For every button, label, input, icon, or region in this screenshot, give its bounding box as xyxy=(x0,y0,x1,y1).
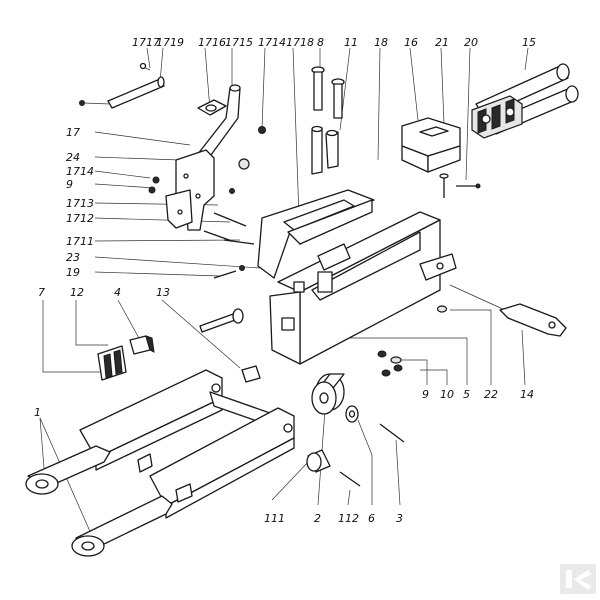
label-10: 10 xyxy=(440,388,454,401)
pin-20 xyxy=(456,183,481,189)
label-11: 11 xyxy=(344,36,358,49)
label-17: 17 xyxy=(66,126,80,139)
label-23: 23 xyxy=(66,251,80,264)
label-1: 1 xyxy=(34,406,41,419)
label-20: 20 xyxy=(464,36,478,49)
label-16: 16 xyxy=(404,36,418,49)
label-5: 5 xyxy=(463,388,470,401)
label-9-right: 9 xyxy=(422,388,429,401)
rod-1719 xyxy=(79,76,165,109)
frame-1 xyxy=(25,369,295,557)
label-19: 19 xyxy=(66,266,80,279)
lever-body-17 xyxy=(165,149,215,231)
sleeve-111 xyxy=(306,449,331,473)
pin-112 xyxy=(339,471,361,487)
washer-small xyxy=(229,188,235,194)
rollers-15 xyxy=(471,63,579,139)
label-1714-left: 1714 xyxy=(66,165,94,178)
bolt-1712 xyxy=(203,230,233,242)
label-18: 18 xyxy=(374,36,388,49)
nut-9-a xyxy=(148,186,156,194)
label-1711: 1711 xyxy=(66,235,94,248)
label-13: 13 xyxy=(156,286,170,299)
pin-3 xyxy=(379,423,405,443)
bolt-1711 xyxy=(223,239,255,245)
block-12 xyxy=(97,345,127,381)
nuts-9-10 xyxy=(377,350,403,377)
bolt-19 xyxy=(213,265,245,279)
nut-1714-b xyxy=(152,176,160,184)
bolt-13 xyxy=(199,308,244,333)
washer-22 xyxy=(436,305,448,313)
label-1717: 1717 xyxy=(132,36,160,49)
callout-labels: 1717 1719 1716 1715 1714 1718 8 11 18 16… xyxy=(34,36,536,525)
bolts-8-11 xyxy=(311,66,345,175)
pin-1717 xyxy=(139,62,151,71)
label-4: 4 xyxy=(114,286,121,299)
handle-assembly xyxy=(79,62,266,279)
label-1715: 1715 xyxy=(225,36,253,49)
bolt-1713 xyxy=(213,212,247,227)
bolt-8 xyxy=(311,66,325,175)
label-1719: 1719 xyxy=(156,36,184,49)
label-1713: 1713 xyxy=(66,197,94,210)
label-112: 112 xyxy=(338,512,359,525)
label-111: 111 xyxy=(264,512,285,525)
cap-24 xyxy=(238,158,250,170)
screw-21 xyxy=(439,173,449,198)
block-small xyxy=(241,365,261,383)
block-4 xyxy=(129,335,155,355)
label-14: 14 xyxy=(520,388,534,401)
label-8: 8 xyxy=(317,36,324,49)
label-24: 24 xyxy=(66,151,80,164)
bolt-11 xyxy=(325,78,345,169)
label-1718: 1718 xyxy=(286,36,314,49)
label-22: 22 xyxy=(484,388,498,401)
bracket-1716 xyxy=(197,99,227,116)
label-12: 12 xyxy=(70,286,84,299)
leader-lines xyxy=(39,47,529,537)
nut-1714 xyxy=(258,126,266,134)
arm-14 xyxy=(499,303,567,337)
main-beam xyxy=(269,211,457,365)
label-1716: 1716 xyxy=(198,36,226,49)
bracket-16 xyxy=(401,117,461,173)
roller-2 xyxy=(311,373,345,415)
cover-1718 xyxy=(257,189,375,279)
label-1714-top: 1714 xyxy=(258,36,286,49)
label-1712: 1712 xyxy=(66,212,94,225)
label-15: 15 xyxy=(522,36,536,49)
bushing-6 xyxy=(345,405,359,423)
label-6: 6 xyxy=(368,512,375,525)
brand-k-logo-icon xyxy=(560,564,596,594)
label-2: 2 xyxy=(314,512,321,525)
label-3: 3 xyxy=(396,512,403,525)
label-9-left: 9 xyxy=(66,178,73,191)
label-21: 21 xyxy=(435,36,449,49)
label-7: 7 xyxy=(38,286,45,299)
